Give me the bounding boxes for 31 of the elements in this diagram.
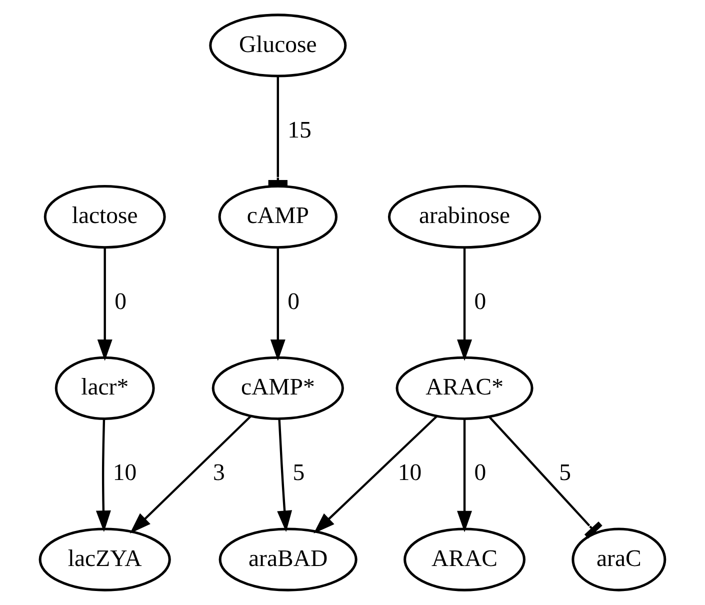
node-ellipse: ARAC*: [396, 356, 534, 420]
node-ellipse: Glucose: [209, 14, 347, 78]
node-ellipse: arabinose: [388, 185, 542, 249]
edge-label: 10: [112, 460, 137, 486]
edge-label: 0: [288, 288, 300, 315]
edge-label: 0: [474, 460, 486, 486]
connector: [268, 76, 288, 186]
edge-label: 15: [288, 117, 312, 144]
arrow: [270, 248, 286, 361]
edge-label: 0: [474, 288, 486, 315]
arrow: [96, 418, 111, 532]
node-ellipse: ARAC: [404, 528, 526, 592]
arrow: [314, 415, 438, 534]
arrow: [457, 419, 472, 532]
node-ellipse: lacr*: [54, 356, 155, 420]
edge-label: 0: [114, 288, 126, 315]
connector: [488, 416, 602, 539]
arrow: [457, 248, 472, 361]
edge-label: 5: [559, 460, 571, 486]
node-ellipse: cAMP*: [212, 356, 344, 420]
node-ellipse: araC: [572, 528, 666, 592]
arrow: [97, 248, 112, 361]
edge-label: 10: [398, 460, 422, 486]
node-ellipse: lactose: [44, 185, 166, 249]
edge-label: 5: [292, 460, 305, 486]
node-ellipse: araBAD: [218, 528, 358, 592]
edge-label: 3: [213, 460, 225, 486]
arrow: [277, 419, 292, 532]
arrow: [130, 415, 252, 534]
node-ellipse: lacZYA: [38, 528, 171, 592]
node-ellipse: cAMP: [218, 185, 338, 249]
